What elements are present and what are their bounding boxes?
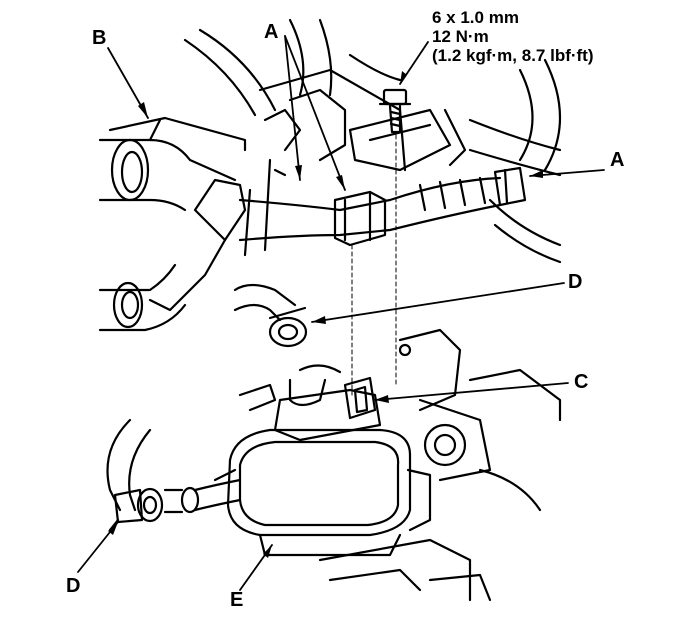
leader-a-top-2 (284, 35, 301, 181)
arrowheads (108, 71, 543, 558)
engine-lower-details (318, 468, 542, 602)
leader-a-top (284, 35, 346, 191)
harness-clip-a-center (333, 190, 387, 247)
canister-e (213, 428, 432, 557)
leader-c (374, 382, 569, 401)
callout-label-d-bottom: D (66, 575, 81, 597)
flange-bolt (378, 88, 412, 134)
hose-b (98, 116, 247, 332)
callout-label-a-top: A (264, 21, 279, 43)
callout-label-a-right: A (610, 149, 625, 171)
harness-clip-a-right (493, 166, 527, 207)
small-hose-upper (233, 283, 308, 348)
torque-text: 12 N·m (432, 27, 489, 46)
canister-outlet-hose (163, 478, 242, 514)
callout-label-d-right: D (568, 271, 583, 293)
small-hose-lower (106, 418, 164, 532)
alignment-lines (351, 134, 397, 396)
torque-alt-text: (1.2 kgf·m, 8.7 lbf·ft) (432, 46, 594, 65)
callout-label-b: B (92, 27, 107, 49)
torque-spec: 6 x 1.0 mm 12 N·m (1.2 kgf·m, 8.7 lbf·ft… (432, 8, 594, 65)
bolt-size-text: 6 x 1.0 mm (432, 8, 519, 27)
leader-d-right (311, 282, 565, 323)
wire-harness (238, 158, 502, 257)
callout-label-c: C (574, 371, 589, 393)
purge-valve-c (238, 364, 382, 442)
callout-label-e: E (230, 589, 244, 611)
upper-hoses (183, 18, 562, 264)
right-bracket (398, 328, 562, 482)
